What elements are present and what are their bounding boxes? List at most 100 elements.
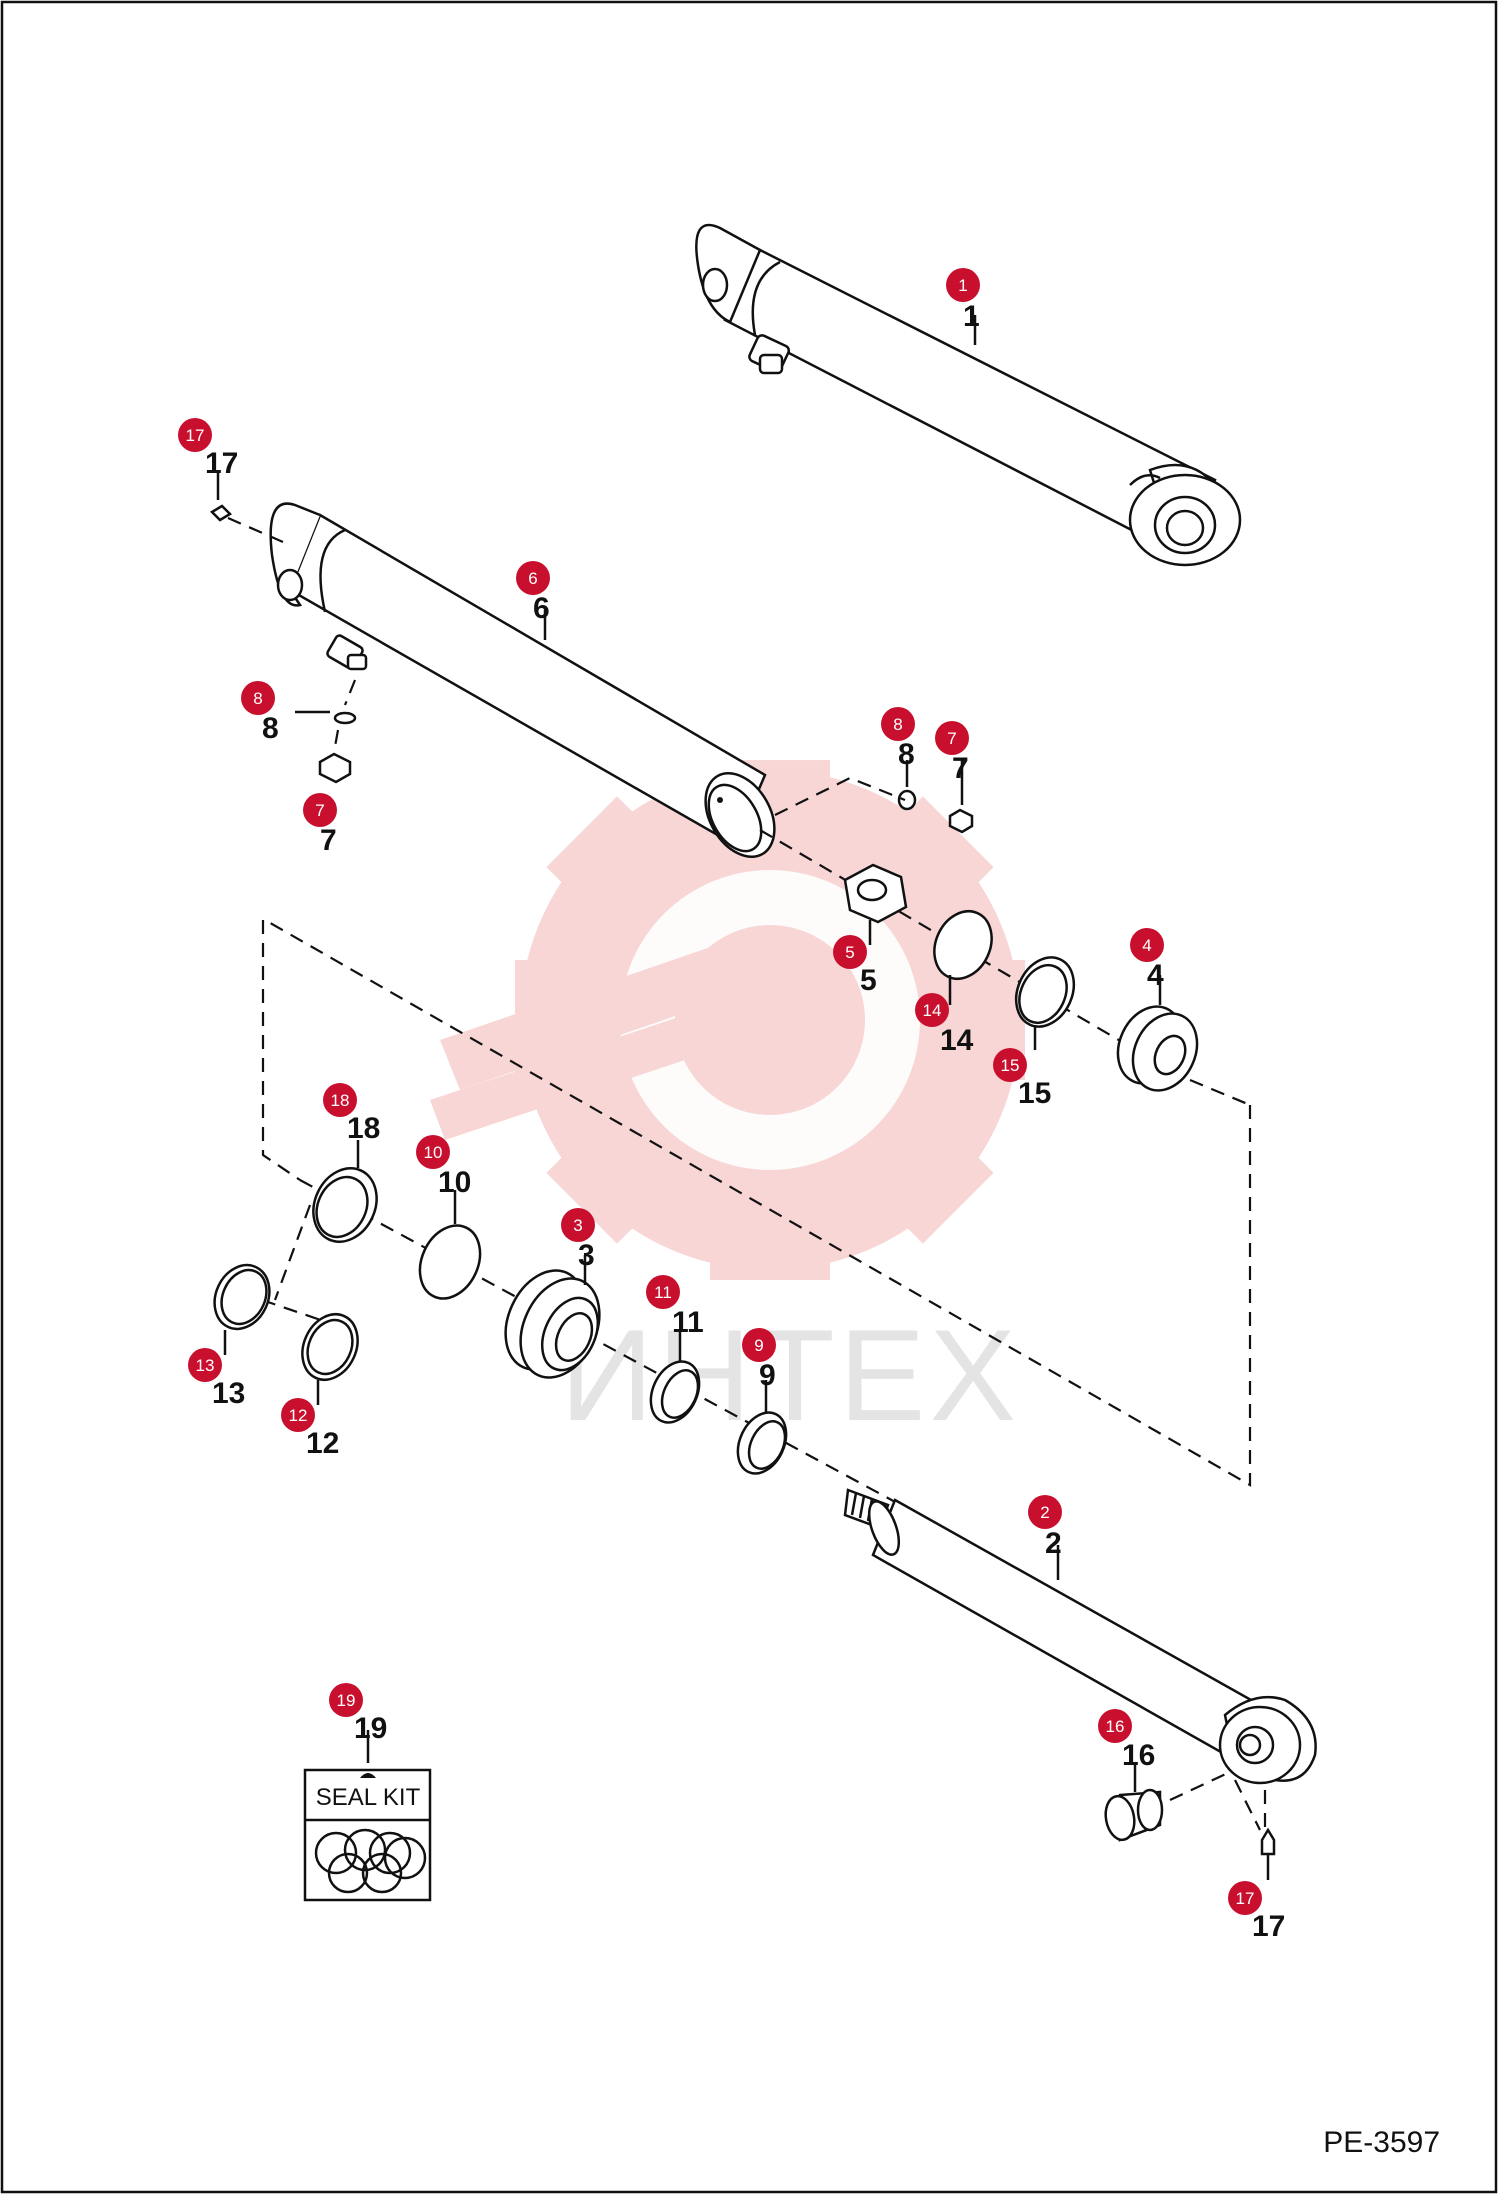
- part-15-ring: [1014, 956, 1076, 1050]
- callout-layer: 1122334455667777888899101011111212131314…: [178, 268, 1285, 1943]
- callout-badge-7a: [303, 793, 337, 827]
- part-16-bushing: [1104, 1765, 1164, 1842]
- callout-number-17b: 17: [1252, 1910, 1285, 1943]
- callout-number-19: 19: [354, 1712, 387, 1745]
- callout-badge-number-10: 10: [424, 1143, 443, 1162]
- callout-badge-1: [946, 268, 980, 302]
- callout-badge-12: [281, 1398, 315, 1432]
- callout-8a: 88: [241, 681, 279, 745]
- part-4-piston: [1116, 975, 1199, 1092]
- callout-badge-6: [516, 561, 550, 595]
- callout-badge-number-3: 3: [573, 1216, 582, 1235]
- callout-badge-number-4: 4: [1142, 936, 1151, 955]
- callout-badge-number-15: 15: [1001, 1056, 1020, 1075]
- seal-kit-label: SEAL KIT: [316, 1784, 421, 1811]
- callout-number-12: 12: [306, 1427, 339, 1460]
- callout-number-8a: 8: [262, 712, 279, 745]
- callout-badge-number-7a: 7: [315, 801, 324, 820]
- callout-badge-3: [561, 1208, 595, 1242]
- callout-badge-number-5: 5: [845, 943, 854, 962]
- watermark-text: ИНТЕХ: [560, 1302, 1020, 1448]
- callout-badge-number-18: 18: [331, 1091, 350, 1110]
- callout-number-17a: 17: [205, 447, 238, 480]
- part-19-seal-kit: SEAL KIT: [303, 1730, 432, 1902]
- callout-7a: 77: [303, 793, 337, 857]
- callout-number-5: 5: [860, 964, 877, 997]
- callout-number-11: 11: [672, 1306, 704, 1339]
- callout-badge-number-6: 6: [528, 569, 537, 588]
- callout-badge-7b: [935, 721, 969, 755]
- callout-number-7b: 7: [952, 752, 969, 785]
- callout-badge-number-14: 14: [923, 1001, 942, 1020]
- callout-number-4: 4: [1147, 959, 1164, 992]
- callout-badge-10: [416, 1135, 450, 1169]
- drawing-number: PE-3597: [1323, 2126, 1440, 2159]
- callout-8b: 88: [881, 707, 915, 771]
- assembly-centerlines: [261, 776, 1267, 1840]
- callout-badge-number-17a: 17: [186, 426, 205, 445]
- part-3-gland: [504, 1255, 601, 1379]
- callout-number-8b: 8: [898, 738, 915, 771]
- part-12-ring: [301, 1313, 359, 1405]
- part-11-seal: [649, 1330, 701, 1424]
- callout-number-6: 6: [533, 592, 550, 625]
- callout-badge-number-11: 11: [654, 1283, 672, 1302]
- callout-badge-14: [915, 993, 949, 1027]
- part-5-nut: [843, 863, 908, 945]
- callout-3: 33: [561, 1208, 595, 1272]
- callout-badge-17b: [1228, 1881, 1262, 1915]
- callout-badge-number-2: 2: [1040, 1503, 1049, 1522]
- callout-badge-19: [329, 1683, 363, 1717]
- callout-badge-4: [1130, 928, 1164, 962]
- callout-number-18: 18: [347, 1112, 380, 1145]
- callout-number-15: 15: [1018, 1077, 1051, 1110]
- callout-1: 11: [946, 268, 980, 333]
- callout-number-10: 10: [438, 1166, 471, 1199]
- callout-badge-15: [993, 1048, 1027, 1082]
- callout-badge-17a: [178, 418, 212, 452]
- part-2-rod: [843, 1488, 1317, 1785]
- part-1-cylinder-assembly: [695, 223, 1242, 567]
- callout-number-2: 2: [1045, 1527, 1062, 1560]
- callout-9: 99: [742, 1328, 776, 1392]
- callout-badge-number-12: 12: [289, 1406, 308, 1425]
- callout-badge-number-8a: 8: [253, 689, 262, 708]
- callout-badge-2: [1028, 1495, 1062, 1529]
- callout-number-16: 16: [1122, 1739, 1155, 1772]
- part-7-plug-right: [948, 760, 974, 834]
- callout-badge-9: [742, 1328, 776, 1362]
- callout-badge-number-16: 16: [1106, 1717, 1125, 1736]
- callout-badge-11: [646, 1275, 680, 1309]
- callout-badge-number-19: 19: [337, 1691, 356, 1710]
- callout-2: 22: [1028, 1495, 1062, 1560]
- callout-badge-18: [323, 1083, 357, 1117]
- callout-number-3: 3: [578, 1239, 595, 1272]
- part-13-ring: [213, 1263, 271, 1355]
- callout-number-7a: 7: [320, 824, 337, 857]
- callout-7b: 77: [935, 721, 969, 785]
- callout-badge-number-17b: 17: [1236, 1889, 1255, 1908]
- part-6-barrel: [269, 502, 776, 859]
- part-7-plug-left: [318, 729, 352, 784]
- callout-number-13: 13: [212, 1377, 245, 1410]
- callout-badge-number-13: 13: [196, 1356, 215, 1375]
- callout-6: 66: [516, 561, 550, 625]
- callout-number-14: 14: [940, 1024, 974, 1057]
- callout-badge-number-7b: 7: [947, 729, 956, 748]
- callout-number-9: 9: [759, 1359, 776, 1392]
- callout-5: 55: [833, 935, 877, 997]
- callout-badge-5: [833, 935, 867, 969]
- part-8-o-ring-left: [295, 679, 357, 725]
- callout-badge-16: [1098, 1709, 1132, 1743]
- callout-badge-8b: [881, 707, 915, 741]
